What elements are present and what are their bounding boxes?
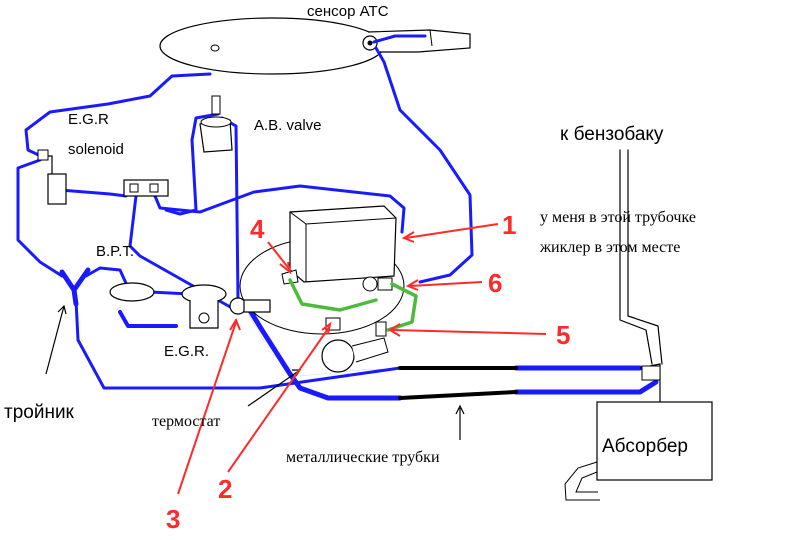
callout-1: 1	[502, 210, 516, 240]
hose-thick-1	[243, 301, 403, 401]
hose-header-loop-2	[153, 184, 406, 234]
thermostat	[229, 297, 271, 315]
egr-label: E.G.R.	[164, 343, 209, 360]
note-line-2: жиклер в этом месте	[539, 239, 680, 256]
pointer-arrows	[45, 304, 465, 440]
metal-tubes-label: металлические трубки	[286, 449, 440, 466]
bpt-valve	[109, 282, 227, 329]
engine	[239, 205, 405, 373]
atc-sensor	[362, 35, 378, 51]
hose-atc-snorkel	[372, 34, 427, 44]
callout-2: 2	[218, 474, 232, 504]
hose-left-run	[16, 158, 64, 278]
green-hoses	[288, 278, 418, 332]
ab-valve-label: A.B. valve	[254, 117, 322, 134]
hose-egr-solenoid-top	[24, 72, 212, 160]
hose-absorber-bottom	[513, 379, 659, 395]
vacuum-header	[123, 179, 169, 197]
hose-tee-bpt	[84, 266, 132, 294]
metal-tubes	[398, 366, 518, 400]
fuel-tank-line	[619, 149, 663, 365]
hose-header-loop	[128, 194, 234, 310]
callout-6: 6	[488, 268, 502, 298]
egr-solenoid	[37, 149, 67, 205]
note-line-1: у меня в этой трубочке	[540, 209, 696, 226]
callout-arrows	[177, 223, 547, 495]
egr-solenoid-label-line2: solenoid	[68, 141, 124, 158]
sensor-atc-label: сенсор ATC	[307, 3, 389, 20]
hose-solenoid-header	[58, 188, 128, 198]
egr-solenoid-label-line1: E.G.R	[68, 111, 109, 128]
fuel-tank-label: к бензобаку	[560, 124, 664, 145]
blue-hoses	[16, 34, 659, 401]
callout-4: 4	[250, 214, 265, 244]
hose-thick-2	[244, 307, 401, 377]
air-cleaner	[159, 17, 471, 75]
tee-label: тройник	[4, 402, 75, 423]
hose-ab-valve	[164, 112, 220, 216]
absorber	[564, 363, 713, 501]
tee-fitting	[59, 267, 91, 307]
callout-3: 3	[166, 504, 180, 534]
hose-atc-right	[374, 46, 474, 284]
absorber-label: Абсорбер	[602, 436, 688, 457]
hose-tee-bottom	[74, 298, 402, 390]
bpt-label: B.P.T.	[96, 243, 134, 260]
ab-valve	[199, 95, 233, 153]
thermostat-label: термостат	[152, 413, 220, 430]
callout-5: 5	[556, 320, 570, 350]
